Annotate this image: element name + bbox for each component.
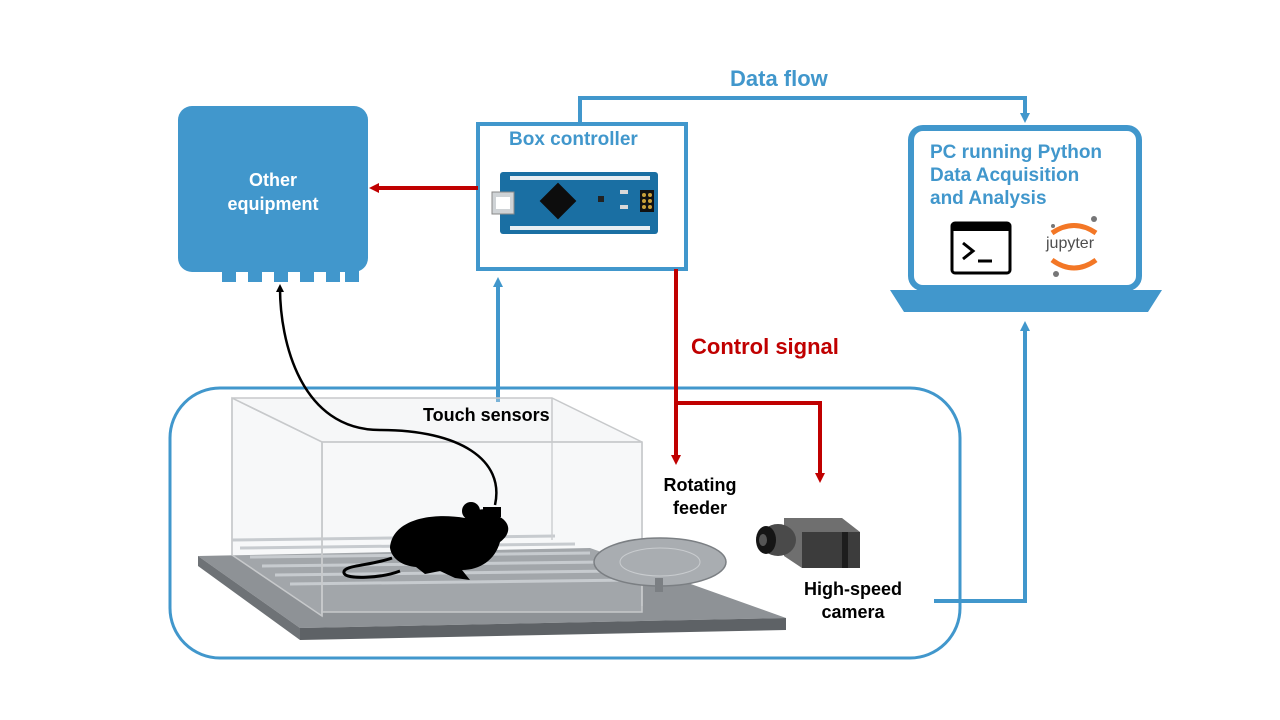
control-to-camera-arrow xyxy=(676,401,825,483)
tether-cable xyxy=(276,284,498,506)
data-flow-arrow xyxy=(578,96,1030,124)
transparent-cage xyxy=(231,396,643,618)
box-controller-label: Box controller xyxy=(509,129,638,150)
arduino-board xyxy=(491,172,658,234)
camera-label-line2: camera xyxy=(821,602,885,622)
enclosure-outline xyxy=(168,386,962,660)
other-equipment-box xyxy=(178,106,368,282)
high-speed-camera-label: High-speed camera xyxy=(790,578,916,624)
jupyter-icon xyxy=(1050,216,1098,277)
control-signal-label: Control signal xyxy=(691,334,839,359)
data-flow-label: Data flow xyxy=(730,66,828,91)
jupyter-wordmark: jupyter xyxy=(1046,235,1095,252)
feeder-disc xyxy=(593,537,727,592)
pc-label-line3: and Analysis xyxy=(930,188,1047,209)
rotating-feeder-label: Rotating feeder xyxy=(650,474,750,520)
mouse-silhouette xyxy=(342,502,509,580)
pc-label: PC running Python Data Acquisition and A… xyxy=(930,141,1102,210)
camera-icon xyxy=(756,518,860,568)
other-equipment-line2: equipment xyxy=(227,194,319,214)
touch-sensors-label: Touch sensors xyxy=(423,405,550,425)
camera-label-line1: High-speed xyxy=(803,579,902,599)
pc-label-line1: PC running Python xyxy=(930,142,1103,163)
rotating-feeder-line1: Rotating xyxy=(663,475,737,495)
other-equipment-label: Other equipment xyxy=(178,168,368,216)
rotating-feeder-line2: feeder xyxy=(672,498,728,518)
terminal-icon xyxy=(950,221,1012,275)
camera-to-pc-arrow xyxy=(934,321,1030,603)
other-equipment-line1: Other xyxy=(248,170,297,190)
pc-label-line2: Data Acquisition xyxy=(930,165,1080,186)
